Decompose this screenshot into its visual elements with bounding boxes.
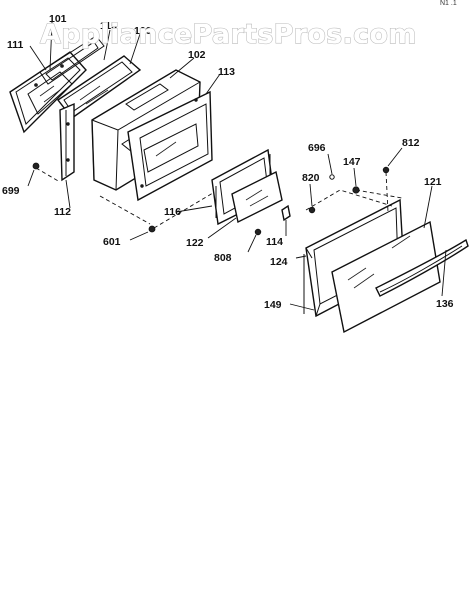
- label-601: 601: [103, 236, 121, 248]
- label-136: 136: [436, 298, 454, 310]
- part-699-screw: [32, 162, 40, 170]
- label-111: 111: [7, 39, 24, 51]
- label-113: 113: [218, 66, 235, 78]
- part-114-clip: [281, 204, 291, 222]
- leader-lines: [27, 21, 447, 311]
- part-696-washer: [329, 174, 335, 180]
- part-112-side-channel: [59, 102, 75, 182]
- part-808-screw: [254, 228, 262, 236]
- label-121: 121: [424, 176, 442, 188]
- part-113-door-liner: [127, 90, 213, 202]
- label-147: 147: [343, 156, 361, 168]
- label-820: 820: [302, 172, 320, 184]
- corner-mark: N1 .1: [440, 0, 457, 7]
- label-122: 122: [186, 237, 204, 249]
- label-696: 696: [308, 142, 326, 154]
- label-116: 116: [164, 206, 181, 218]
- part-136-door-handle: [375, 238, 469, 297]
- part-601-screw: [148, 225, 156, 233]
- label-115: 115: [100, 20, 117, 32]
- watermark: AppliancePartsPros.com: [40, 19, 417, 50]
- label-102: 102: [188, 49, 206, 61]
- label-699: 699: [2, 185, 20, 197]
- label-100: 100: [134, 25, 152, 37]
- label-112: 112: [54, 206, 71, 218]
- label-114: 114: [266, 236, 283, 248]
- label-124: 124: [270, 256, 288, 268]
- label-812: 812: [402, 137, 420, 149]
- part-122-glass-panel: [231, 170, 283, 224]
- label-808: 808: [214, 252, 232, 264]
- part-101-gasket: [39, 35, 105, 85]
- part-147-nut: [352, 186, 360, 194]
- part-820-screw: [308, 206, 316, 214]
- part-812-screw: [382, 166, 390, 174]
- label-149: 149: [264, 299, 282, 311]
- part-121-outer-glass: [331, 220, 441, 334]
- label-101: 101: [49, 13, 67, 25]
